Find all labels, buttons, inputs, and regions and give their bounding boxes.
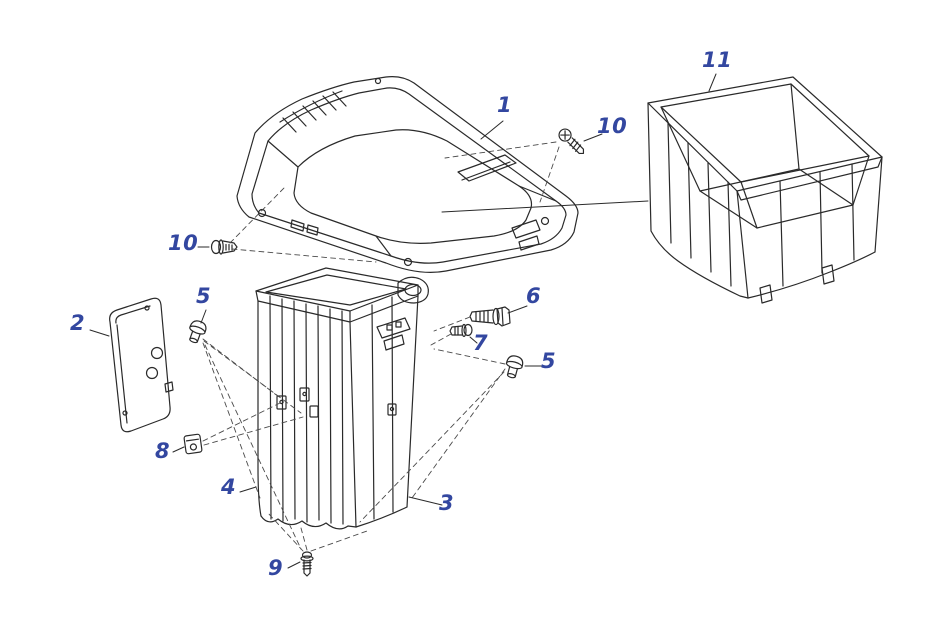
fastener-6-bolt	[469, 306, 511, 327]
fastener-7-screw	[449, 323, 473, 338]
callout-part-3: 3	[439, 491, 455, 515]
callout-part-6: 6	[526, 284, 542, 308]
callout-part-9: 9	[268, 556, 284, 580]
fastener-8-clip	[183, 433, 203, 455]
callout-part-10-left: 10	[168, 231, 199, 255]
callout-part-5-left: 5	[196, 284, 212, 308]
callout-part-7: 7	[473, 331, 489, 355]
callout-part-4: 4	[221, 475, 237, 499]
part-4-chute-body	[255, 267, 429, 530]
fastener-9-screw	[300, 551, 314, 577]
callout-part-1: 1	[497, 93, 513, 117]
part-2-side-panel	[109, 297, 174, 433]
fastener-10-left-screw	[210, 239, 238, 255]
fastener-10-right-screw	[558, 128, 585, 155]
fastener-5-left-pin	[189, 320, 207, 344]
part-1-upper-shroud	[236, 76, 579, 273]
fastener-5-right-pin	[505, 355, 524, 379]
callout-leader-lines	[89, 73, 717, 569]
callout-part-2: 2	[70, 311, 86, 335]
callout-part-11: 11	[702, 48, 733, 72]
assembly-dashed-lines	[202, 141, 560, 552]
callout-part-5-right: 5	[541, 349, 557, 373]
part-11-storage-bin	[647, 76, 883, 304]
callout-part-8: 8	[155, 439, 171, 463]
callout-part-10-right: 10	[597, 114, 628, 138]
